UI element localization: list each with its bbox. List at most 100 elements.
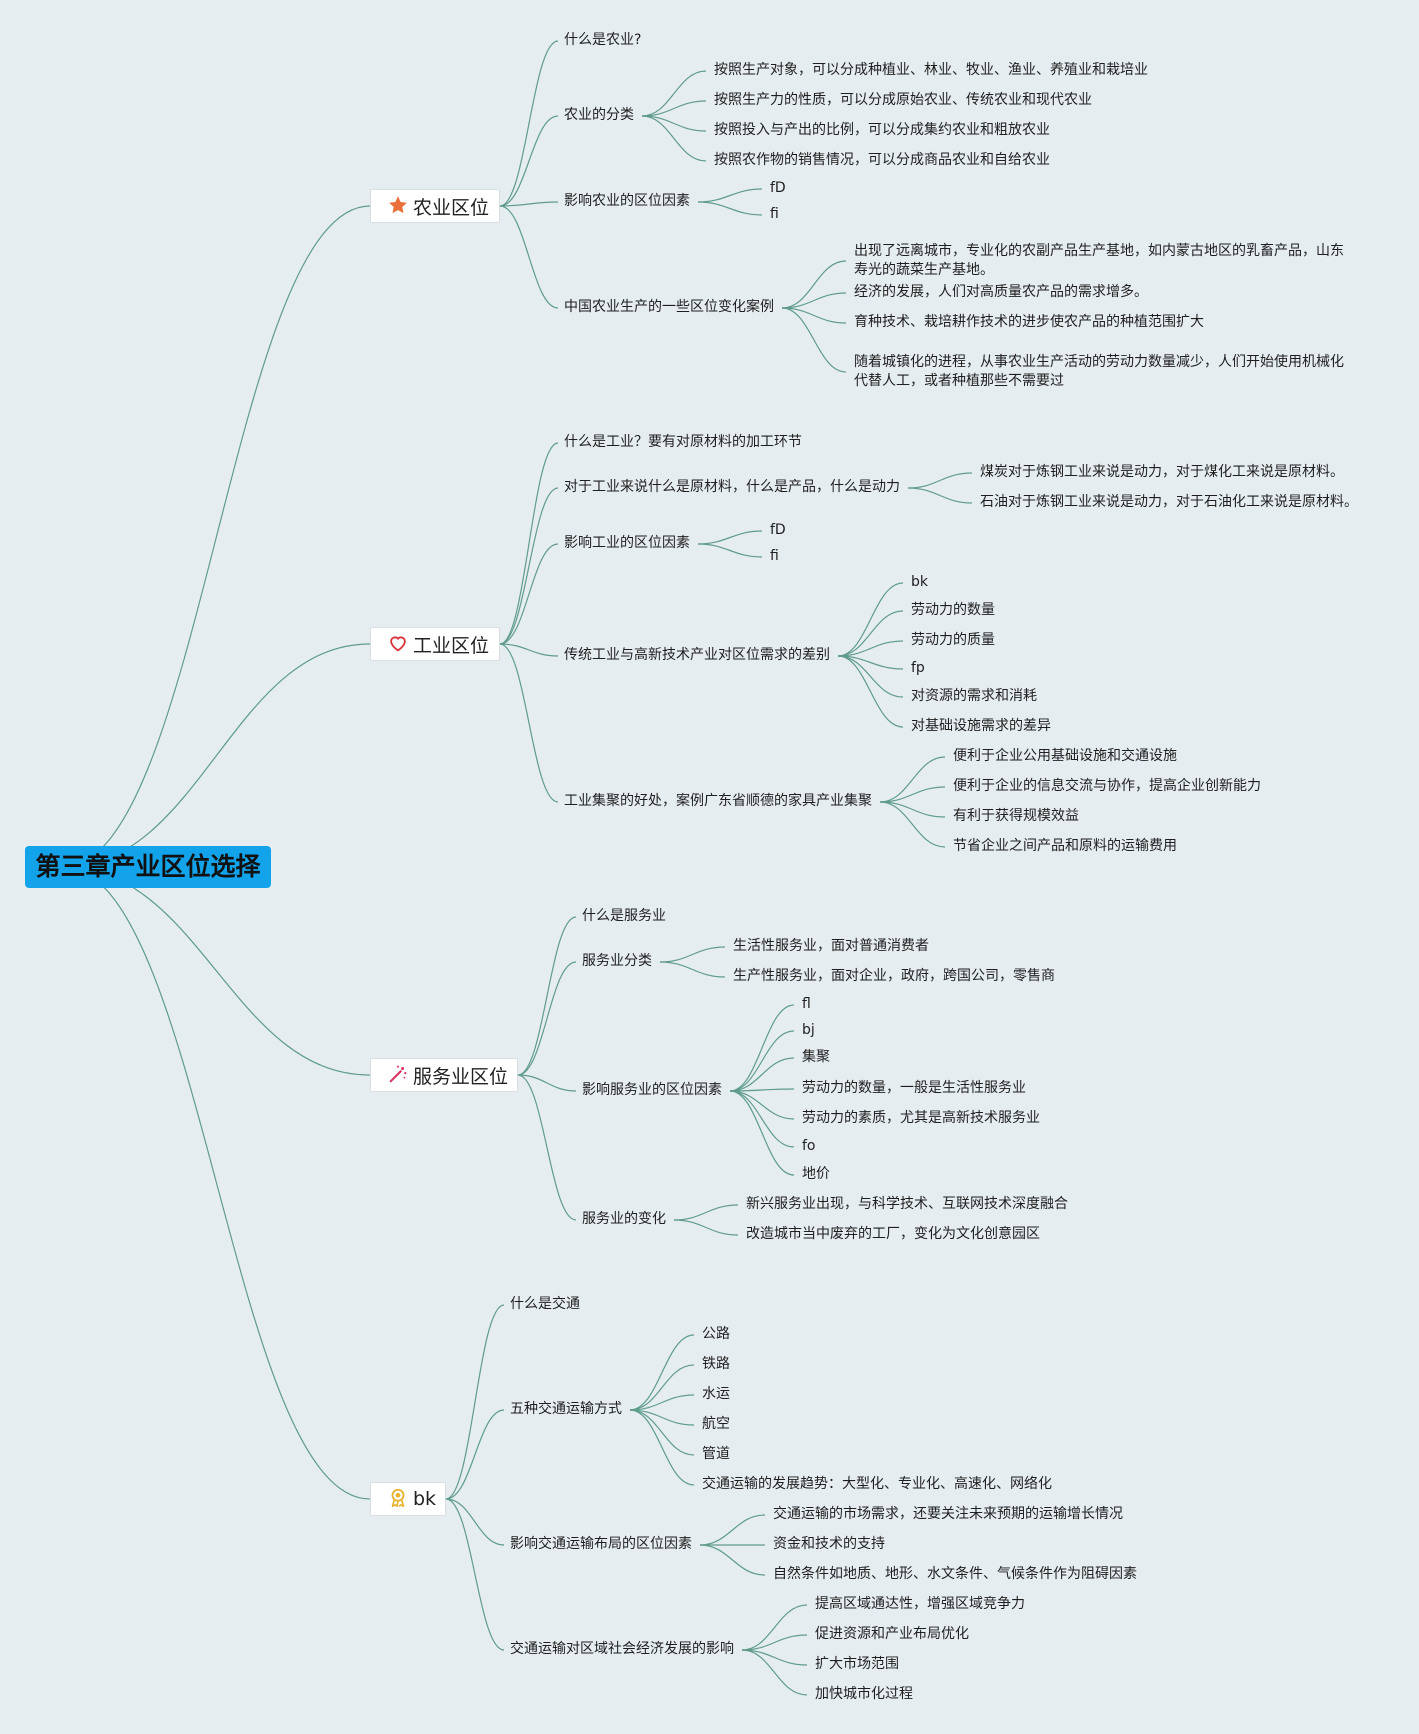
subtopic-node[interactable]: 石油对于炼钢工业来说是动力，对于石油化工来说是原材料。 (980, 494, 1358, 510)
connector (445, 1498, 505, 1546)
subtopic-node[interactable]: 集聚 (802, 1049, 830, 1065)
topic-node[interactable]: 服务业分类 (582, 953, 652, 969)
connector (629, 1409, 695, 1456)
subtopic-node[interactable]: 水运 (702, 1386, 730, 1402)
subtopic-node[interactable]: fl (802, 996, 811, 1012)
connector (781, 307, 847, 324)
subtopic-node[interactable]: bj (802, 1022, 815, 1038)
topic-node[interactable]: 影响农业的区位因素 (564, 193, 690, 209)
subtopic-node[interactable]: 节省企业之间产品和原料的运输费用 (953, 838, 1177, 854)
connector (837, 655, 904, 698)
connector (673, 1219, 739, 1236)
subtopic-node[interactable]: 劳动力的质量 (911, 632, 995, 648)
topic-node[interactable]: 工业集聚的好处，案例广东省顺德的家具产业集聚 (564, 793, 872, 809)
subtopic-node[interactable]: 提高区域通达性，增强区域竞争力 (815, 1596, 1025, 1612)
subtopic-node[interactable]: fD (770, 180, 786, 196)
subtopic-node[interactable]: 便利于企业公用基础设施和交通设施 (953, 748, 1177, 764)
subtopic-node[interactable]: 对资源的需求和消耗 (911, 688, 1037, 704)
subtopic-node[interactable]: 加快城市化过程 (815, 1686, 913, 1702)
connector (62, 866, 371, 1500)
connector (445, 1304, 505, 1500)
topic-node[interactable]: 交通运输对区域社会经济发展的影响 (510, 1641, 734, 1657)
topic-node[interactable]: 传统工业与高新技术产业对区位需求的差别 (564, 647, 830, 663)
connector (729, 1090, 795, 1148)
connector (837, 655, 904, 728)
subtopic-node[interactable]: 生产性服务业，面对企业，政府，跨国公司，零售商 (733, 968, 1055, 984)
subtopic-node[interactable]: 煤炭对于炼钢工业来说是动力，对于煤化工来说是原材料。 (980, 464, 1344, 480)
connector (879, 801, 946, 848)
connector (697, 543, 763, 558)
subtopic-node[interactable]: 促进资源和产业布局优化 (815, 1626, 969, 1642)
branch-label: 服务业区位 (413, 1065, 509, 1088)
connector (837, 610, 904, 657)
subtopic-node[interactable]: 育种技术、栽培耕作技术的进步使农产品的种植范围扩大 (854, 314, 1204, 330)
subtopic-node[interactable]: 劳动力的素质，尤其是高新技术服务业 (802, 1110, 1040, 1126)
subtopic-node[interactable]: 扩大市场范围 (815, 1656, 899, 1672)
connector (629, 1334, 695, 1411)
connector (729, 1090, 795, 1120)
subtopic-node[interactable]: 劳动力的数量，一般是生活性服务业 (802, 1080, 1026, 1096)
connector (62, 866, 371, 1076)
topic-node[interactable]: 对于工业来说什么是原材料，什么是产品，什么是动力 (564, 479, 900, 495)
subtopic-node[interactable]: 公路 (702, 1326, 730, 1342)
connector (907, 472, 973, 489)
subtopic-node[interactable]: 铁路 (702, 1356, 730, 1372)
subtopic-node[interactable]: 资金和技术的支持 (773, 1536, 885, 1552)
subtopic-node[interactable]: bk (911, 574, 928, 590)
connector (659, 946, 726, 963)
subtopic-node[interactable]: 经济的发展，人们对高质量农产品的需求增多。 (854, 284, 1148, 300)
topic-node[interactable]: 五种交通运输方式 (510, 1401, 622, 1417)
topic-node[interactable]: 影响工业的区位因素 (564, 535, 690, 551)
subtopic-node[interactable]: 自然条件如地质、地形、水文条件、气候条件作为阻碍因素 (773, 1566, 1137, 1582)
topic-node[interactable]: 影响服务业的区位因素 (582, 1082, 722, 1098)
connector (517, 1074, 577, 1092)
subtopic-node[interactable]: 新兴服务业出现，与科学技术、互联网技术深度融合 (746, 1196, 1068, 1212)
connector (729, 1090, 795, 1176)
subtopic-node[interactable]: 随着城镇化的进程，从事农业生产活动的劳动力数量减少，人们开始使用机械化代替人工，… (854, 354, 1344, 389)
subtopic-node[interactable]: fi (770, 548, 779, 564)
connector (729, 1030, 795, 1092)
branch-service[interactable]: 服务业区位 (370, 1058, 518, 1092)
topic-node[interactable]: 什么是工业？要有对原材料的加工环节 (564, 434, 802, 450)
subtopic-node[interactable]: fD (770, 522, 786, 538)
subtopic-node[interactable]: 交通运输的发展趋势：大型化、专业化、高速化、网络化 (702, 1476, 1052, 1492)
subtopic-node[interactable]: 交通运输的市场需求，还要关注未来预期的运输增长情况 (773, 1506, 1123, 1522)
subtopic-node[interactable]: fp (911, 660, 925, 676)
subtopic-node[interactable]: 按照生产力的性质，可以分成原始农业、传统农业和现代农业 (714, 92, 1092, 108)
branch-agri[interactable]: 农业区位 (370, 189, 500, 223)
subtopic-node[interactable]: fo (802, 1138, 816, 1154)
root-topic[interactable]: 第三章产业区位选择 (25, 846, 271, 888)
subtopic-node[interactable]: 地价 (802, 1166, 830, 1182)
topic-node[interactable]: 农业的分类 (564, 107, 634, 123)
connector (729, 1088, 795, 1092)
topic-node[interactable]: 什么是服务业 (582, 908, 666, 924)
subtopic-node[interactable]: fi (770, 206, 779, 222)
subtopic-node[interactable]: 便利于企业的信息交流与协作，提高企业创新能力 (953, 778, 1261, 794)
subtopic-node[interactable]: 出现了远离城市，专业化的农副产品生产基地，如内蒙古地区的乳畜产品，山东寿光的蔬菜… (854, 243, 1344, 278)
subtopic-node[interactable]: 改造城市当中废弃的工厂，变化为文化创意园区 (746, 1226, 1040, 1242)
topic-node[interactable]: 什么是交通 (510, 1296, 580, 1312)
connector (62, 205, 371, 868)
subtopic-node[interactable]: 对基础设施需求的差异 (911, 718, 1051, 734)
connector (907, 487, 973, 504)
subtopic-node[interactable]: 有利于获得规模效益 (953, 808, 1079, 824)
topic-node[interactable]: 中国农业生产的一些区位变化案例 (564, 299, 774, 315)
topic-node[interactable]: 服务业的变化 (582, 1211, 666, 1227)
connector (629, 1409, 695, 1426)
subtopic-node[interactable]: 按照农作物的销售情况，可以分成商品农业和自给农业 (714, 152, 1050, 168)
connector (729, 1057, 795, 1092)
subtopic-node[interactable]: 航空 (702, 1416, 730, 1432)
subtopic-node[interactable]: 劳动力的数量 (911, 602, 995, 618)
topic-node[interactable]: 什么是农业? (564, 32, 642, 48)
branch-industry[interactable]: 工业区位 (370, 627, 500, 661)
connector (879, 786, 946, 803)
award-ribbon-icon (387, 1487, 409, 1511)
subtopic-node[interactable]: 按照投入与产出的比例，可以分成集约农业和粗放农业 (714, 122, 1050, 138)
subtopic-node[interactable]: 管道 (702, 1446, 730, 1462)
connector (499, 201, 559, 207)
subtopic-node[interactable]: 生活性服务业，面对普通消费者 (733, 938, 929, 954)
topic-node[interactable]: 影响交通运输布局的区位因素 (510, 1536, 692, 1552)
subtopic-node[interactable]: 按照生产对象，可以分成种植业、林业、牧业、渔业、养殖业和栽培业 (714, 62, 1148, 78)
connector (699, 1544, 766, 1576)
branch-transport[interactable]: bk (370, 1482, 446, 1516)
